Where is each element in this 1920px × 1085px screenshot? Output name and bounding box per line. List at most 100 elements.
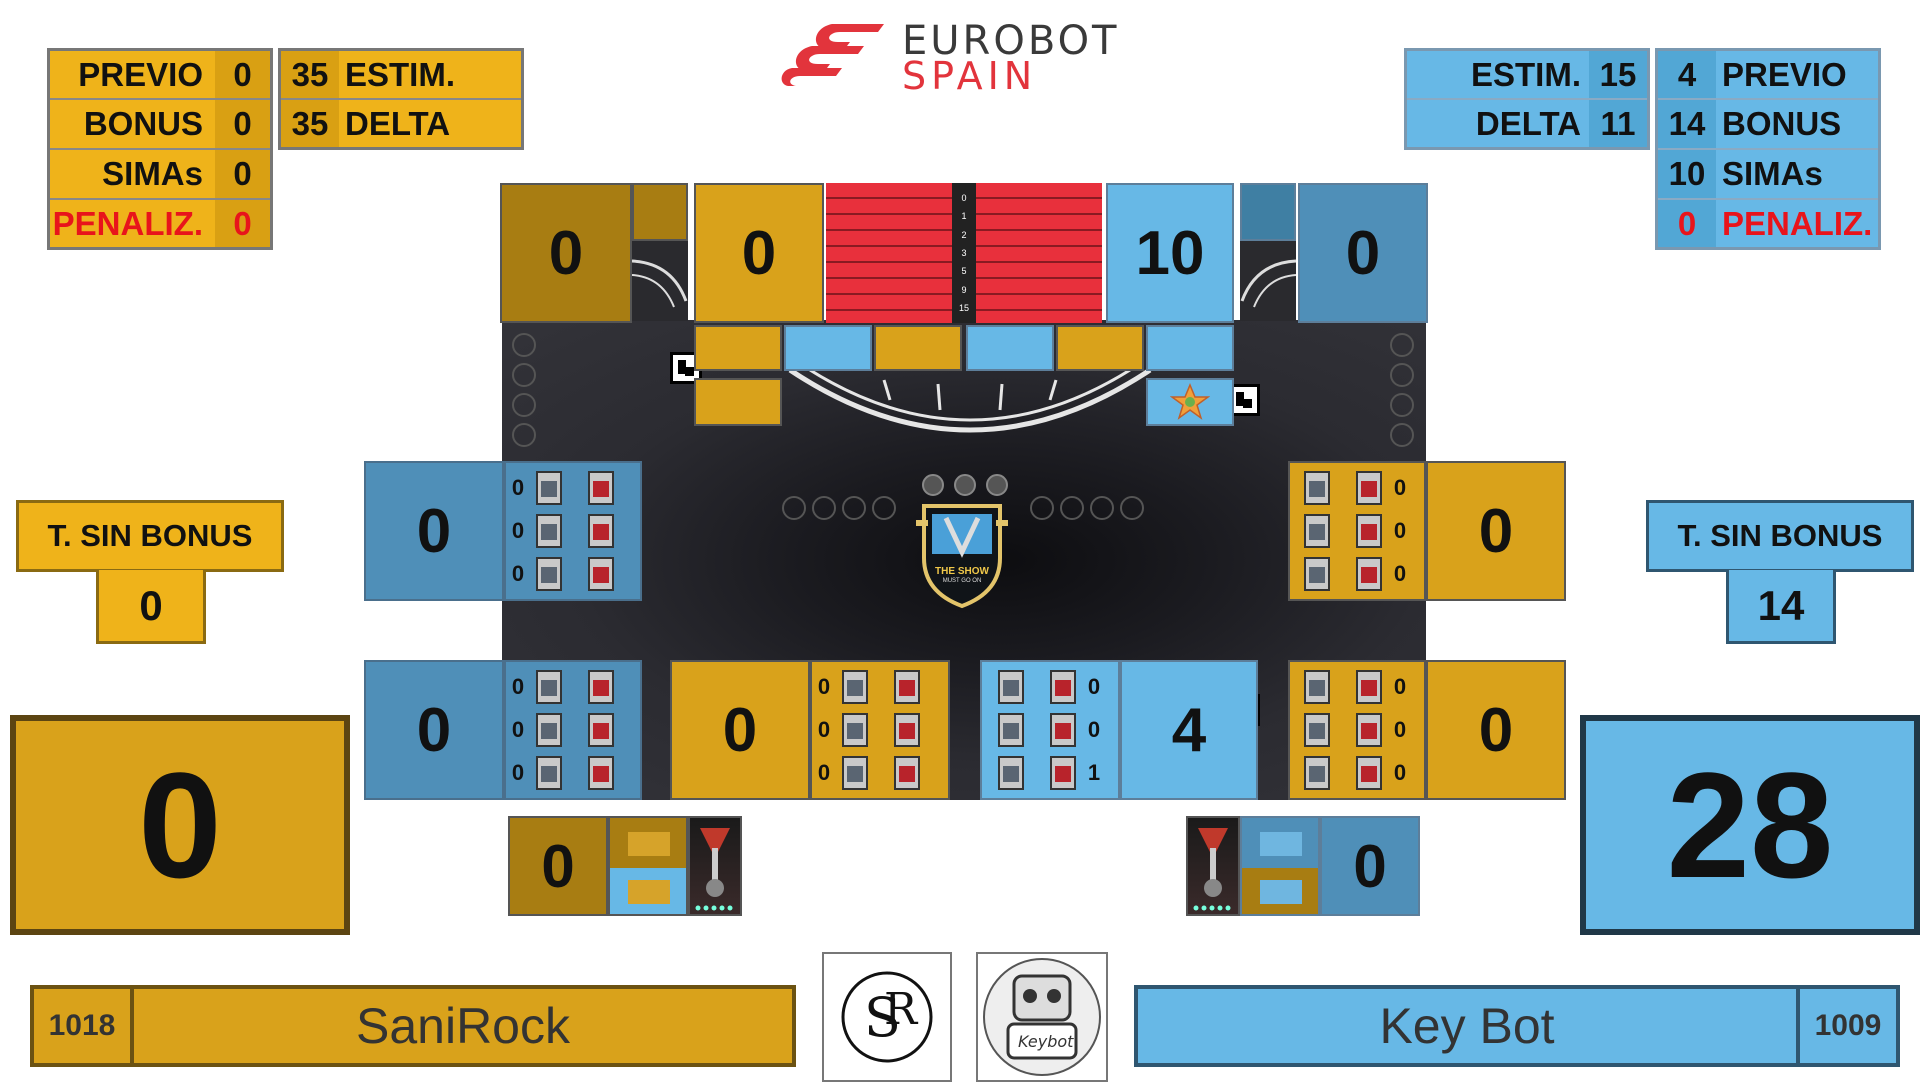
scale-mark: 15 xyxy=(958,302,969,313)
blue-bottom-score: 0 xyxy=(1320,816,1420,916)
can-icon xyxy=(998,712,1024,747)
yellow-value-penaliz: 0 xyxy=(215,200,270,247)
field-markers-right xyxy=(1390,333,1420,453)
marker-circle xyxy=(1060,496,1084,520)
can-icon xyxy=(842,712,868,747)
blue-value-estim: 15 xyxy=(1589,51,1647,100)
blue-value-simas: 10 xyxy=(1658,150,1716,200)
stack-row: 0 xyxy=(982,710,1118,750)
blue-t-sin-bonus-label: T. SIN BONUS xyxy=(1646,500,1914,572)
can-icon xyxy=(894,755,920,790)
can-icon xyxy=(1356,670,1382,705)
yellow-value-previo: 0 xyxy=(215,51,270,100)
yellow-value-simas: 0 xyxy=(215,150,270,200)
stage-slot-blue-lower xyxy=(1146,378,1234,426)
stack-row: 0 xyxy=(812,710,948,750)
stack-row: 0 xyxy=(812,667,948,707)
stack-row: 0 xyxy=(812,753,948,793)
zone-left-lower-score: 0 xyxy=(364,660,504,800)
can-icon xyxy=(536,556,562,591)
can-icon xyxy=(894,712,920,747)
can-icon xyxy=(1050,755,1076,790)
marker-circle xyxy=(512,393,536,417)
yellow-stats-table: PREVIO 0 BONUS 0 SIMAs 0 PENALIZ. 0 xyxy=(47,48,273,250)
stack-row: 0 xyxy=(1290,554,1424,594)
show-title: THE SHOW xyxy=(935,566,989,577)
top-yellow-center-score: 0 xyxy=(694,183,824,323)
slot-yellow xyxy=(628,880,670,904)
can-icon xyxy=(588,471,614,506)
blue-label-simas: SIMAs xyxy=(1716,150,1878,200)
stack-count: 0 xyxy=(1087,674,1101,700)
can-icon xyxy=(1050,670,1076,705)
marker-circle xyxy=(1390,393,1414,417)
stack-count: 0 xyxy=(817,674,831,700)
stack-row: 0 xyxy=(1290,710,1424,750)
scale-mark: 9 xyxy=(961,284,967,295)
can-icon xyxy=(536,712,562,747)
blue-value-bonus: 14 xyxy=(1658,100,1716,150)
marker-circle xyxy=(1390,333,1414,357)
can-icon xyxy=(842,755,868,790)
can-icon xyxy=(1050,712,1076,747)
blue-label-estim: ESTIM. xyxy=(1407,51,1589,100)
can-icon xyxy=(1304,471,1330,506)
can-icon xyxy=(1356,712,1382,747)
can-icon xyxy=(588,513,614,548)
stack-row: 0 xyxy=(1290,511,1424,551)
ramp-arc xyxy=(631,259,688,308)
yellow-label-bonus: BONUS xyxy=(50,100,215,150)
show-logo: THE SHOW MUST GO ON xyxy=(916,470,1008,610)
can-icon xyxy=(588,712,614,747)
yellow-value-delta: 35 xyxy=(281,100,339,147)
blue-team-id: 1009 xyxy=(1796,989,1896,1063)
blue-label-delta: DELTA xyxy=(1475,104,1581,142)
yellow-estim-table: 35 ESTIM. 35 DELTA xyxy=(278,48,524,150)
stage-arc xyxy=(788,367,1152,433)
bleacher-left xyxy=(826,183,952,323)
marker-circle xyxy=(1390,363,1414,387)
slot-blue xyxy=(1260,880,1302,904)
yellow-label-penaliz: PENALIZ. xyxy=(52,204,203,242)
stack-row: 0 xyxy=(1290,753,1424,793)
can-icon xyxy=(536,513,562,548)
stack-count: 0 xyxy=(511,674,525,700)
scale-mark: 2 xyxy=(961,229,967,240)
can-icon xyxy=(998,670,1024,705)
blue-value-previo: 4 xyxy=(1658,51,1716,100)
stack-count: 0 xyxy=(1087,716,1101,742)
yellow-bottom-score: 0 xyxy=(508,816,608,916)
sanirock-logo: S R xyxy=(822,952,952,1082)
zone-mid-yellow-score: 0 xyxy=(670,660,810,800)
stage-slot-blue xyxy=(1146,325,1234,371)
svg-text:S: S xyxy=(864,986,901,1049)
svg-text:Keybot: Keybot xyxy=(1018,1032,1074,1051)
stack-count: 0 xyxy=(1393,674,1407,700)
stack-count: 0 xyxy=(1393,759,1407,785)
yellow-label-delta: DELTA xyxy=(345,104,451,142)
yellow-value-bonus: 0 xyxy=(215,100,270,150)
top-blue-right-ramp xyxy=(1240,241,1297,321)
yellow-bottom-slots xyxy=(608,816,688,916)
can-icon xyxy=(588,755,614,790)
blue-value-delta: 11 xyxy=(1589,100,1647,147)
yellow-t-sin-bonus-label: T. SIN BONUS xyxy=(16,500,284,572)
stack-row: 0 xyxy=(506,753,640,793)
can-icon xyxy=(1356,556,1382,591)
stage-slot-yellow-lower xyxy=(694,378,782,426)
blue-guitar-card-icon xyxy=(1186,816,1240,916)
stack-count: 0 xyxy=(1393,517,1407,543)
star-icon xyxy=(1170,383,1210,420)
bleacher-right xyxy=(976,183,1102,323)
top-yellow-left-score: 0 xyxy=(500,183,632,323)
can-icon xyxy=(842,670,868,705)
zone-left-upper-score: 0 xyxy=(364,461,504,601)
scale-mark: 5 xyxy=(961,266,967,277)
can-icon xyxy=(1304,556,1330,591)
stack-count: 0 xyxy=(1393,716,1407,742)
marker-circle xyxy=(872,496,896,520)
stack-count: 1 xyxy=(1087,759,1101,785)
eurobot-logo: EUROBOT SPAIN xyxy=(780,18,1160,98)
top-yellow-left-ramp xyxy=(631,241,688,321)
can-icon xyxy=(1304,712,1330,747)
